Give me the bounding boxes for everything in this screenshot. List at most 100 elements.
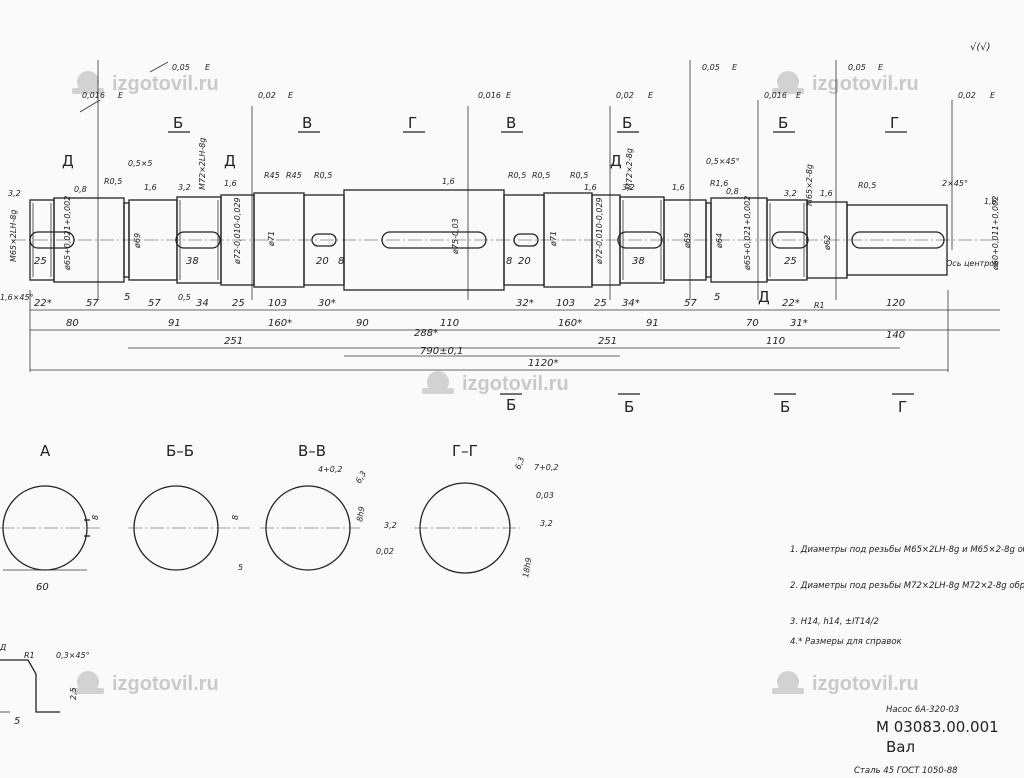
dims-row2: 80 91 160* 90 110 160* 91 70 31* 140 (66, 318, 905, 341)
svg-text:Б: Б (506, 396, 516, 414)
svg-text:R0,5: R0,5 (570, 171, 588, 180)
svg-text:Б–Б: Б–Б (166, 442, 194, 460)
svg-text:2,5: 2,5 (69, 687, 78, 700)
svg-text:Б: Б (173, 114, 183, 132)
svg-text:4.* Размеры для справок: 4.* Размеры для справок (790, 637, 903, 647)
svg-text:0,016: 0,016 (764, 91, 787, 100)
svg-text:R0,5: R0,5 (508, 171, 526, 180)
dims-row3: 251 288* 251 110 (224, 328, 785, 347)
svg-text:5: 5 (714, 292, 720, 303)
svg-text:1,6: 1,6 (584, 183, 597, 192)
svg-text:0,016: 0,016 (82, 91, 105, 100)
svg-text:Г: Г (890, 114, 899, 132)
svg-text:6,3: 6,3 (354, 469, 368, 485)
svg-text:M65×2-8g: M65×2-8g (805, 164, 814, 206)
svg-text:2×45°: 2×45° (942, 179, 968, 188)
svg-text:0,02: 0,02 (616, 91, 634, 100)
svg-text:3. H14, h14, ±IT14/2: 3. H14, h14, ±IT14/2 (790, 617, 879, 627)
svg-text:31*: 31* (790, 318, 808, 329)
watermark-logo-icon (772, 671, 804, 694)
svg-text:M72×2LH-8g: M72×2LH-8g (198, 138, 207, 190)
svg-text:E: E (796, 91, 802, 100)
watermark-text: izgotovil.ru (112, 73, 219, 95)
svg-text:0,5×45°: 0,5×45° (706, 157, 740, 166)
svg-text:2. Диаметры под резьбы M72×2LH: 2. Диаметры под резьбы M72×2LH-8g M72×2-… (790, 581, 1024, 591)
svg-text:Г: Г (898, 398, 907, 416)
svg-text:25: 25 (594, 298, 607, 309)
svg-text:22*: 22* (782, 298, 800, 309)
svg-text:ø65+0,021+0,002: ø65+0,021+0,002 (743, 196, 752, 271)
svg-text:288*: 288* (414, 328, 438, 339)
svg-text:0,02: 0,02 (958, 91, 976, 100)
watermark-text: izgotovil.ru (112, 673, 219, 695)
svg-text:R1: R1 (814, 301, 825, 310)
svg-text:ø72-0,010-0,029: ø72-0,010-0,029 (233, 197, 242, 265)
svg-text:E: E (732, 63, 738, 72)
watermark-text: izgotovil.ru (812, 673, 919, 695)
svg-text:Вал: Вал (886, 738, 915, 756)
watermark-logo-icon (72, 671, 104, 694)
svg-text:E: E (878, 63, 884, 72)
svg-text:E: E (990, 91, 996, 100)
svg-text:ø71: ø71 (267, 231, 276, 247)
svg-text:E: E (288, 91, 294, 100)
svg-text:22*: 22* (34, 298, 52, 309)
svg-text:140: 140 (886, 330, 905, 341)
svg-text:Д: Д (224, 152, 236, 170)
svg-text:30*: 30* (318, 298, 336, 309)
svg-text:80: 80 (66, 318, 79, 329)
svg-text:3,2: 3,2 (540, 519, 553, 528)
svg-text:0,05: 0,05 (172, 63, 190, 72)
svg-text:120: 120 (886, 298, 905, 309)
svg-text:25: 25 (34, 256, 47, 267)
svg-text:R1: R1 (24, 651, 35, 660)
svg-text:ø64: ø64 (715, 233, 724, 249)
svg-text:34*: 34* (622, 298, 640, 309)
shaft-outline (12, 189, 1000, 291)
section-letters-bottom: Б Б Б Г (500, 393, 914, 416)
shaft-callouts: M65×2LH-8g ø65+0,021+0,002 ø69 M72×2LH-8… (0, 138, 1000, 310)
runout-7: 0,016 E (757, 91, 802, 300)
svg-text:5: 5 (124, 292, 130, 303)
svg-text:0,5: 0,5 (178, 293, 191, 302)
svg-text:0,05: 0,05 (702, 63, 720, 72)
svg-text:70: 70 (746, 318, 759, 329)
svg-text:В: В (506, 114, 516, 132)
watermark-logo-icon (422, 371, 454, 394)
svg-text:1,6: 1,6 (442, 177, 455, 186)
watermark-logo-icon (72, 71, 104, 94)
svg-text:ø71: ø71 (549, 231, 558, 247)
section-g: Г–Г 6,3 7+0,2 0,03 3,2 18h9 (414, 442, 559, 578)
svg-text:7+0,2: 7+0,2 (534, 463, 559, 472)
watermark-text: izgotovil.ru (812, 73, 919, 95)
dims-row1: 22* 57 5 57 0,5 34 25 103 30* 32* 103 25… (34, 292, 905, 309)
svg-text:E: E (205, 63, 211, 72)
svg-text:1,6: 1,6 (820, 189, 833, 198)
svg-text:8: 8 (91, 515, 100, 520)
svg-text:38: 38 (186, 256, 199, 267)
svg-text:M65×2LH-8g: M65×2LH-8g (9, 210, 18, 262)
svg-text:0,05: 0,05 (848, 63, 866, 72)
svg-text:1,6: 1,6 (144, 183, 157, 192)
svg-text:25: 25 (784, 256, 797, 267)
svg-text:110: 110 (440, 318, 459, 329)
svg-text:1. Диаметры под резьбы M65×2LH: 1. Диаметры под резьбы M65×2LH-8g и M65×… (790, 545, 1024, 555)
svg-text:M72×2-8g: M72×2-8g (625, 148, 634, 190)
runout-9: 0,02 E (951, 91, 996, 250)
section-b: Б–Б 8 5 (128, 442, 250, 572)
svg-text:Д: Д (758, 288, 770, 306)
svg-text:8: 8 (506, 256, 512, 267)
svg-text:60: 60 (36, 582, 49, 593)
svg-text:R0,5: R0,5 (532, 171, 550, 180)
svg-text:ø72-0,010-0,029: ø72-0,010-0,029 (595, 197, 604, 265)
runout-1: 0,05 E (97, 60, 211, 300)
dims-row5: 1120* (528, 358, 558, 369)
section-a: А 8 60 (0, 442, 100, 593)
svg-text:Д: Д (0, 643, 6, 652)
svg-text:160*: 160* (558, 318, 582, 329)
svg-text:251: 251 (224, 336, 243, 347)
svg-text:8h9: 8h9 (355, 506, 367, 523)
svg-text:E: E (506, 91, 512, 100)
